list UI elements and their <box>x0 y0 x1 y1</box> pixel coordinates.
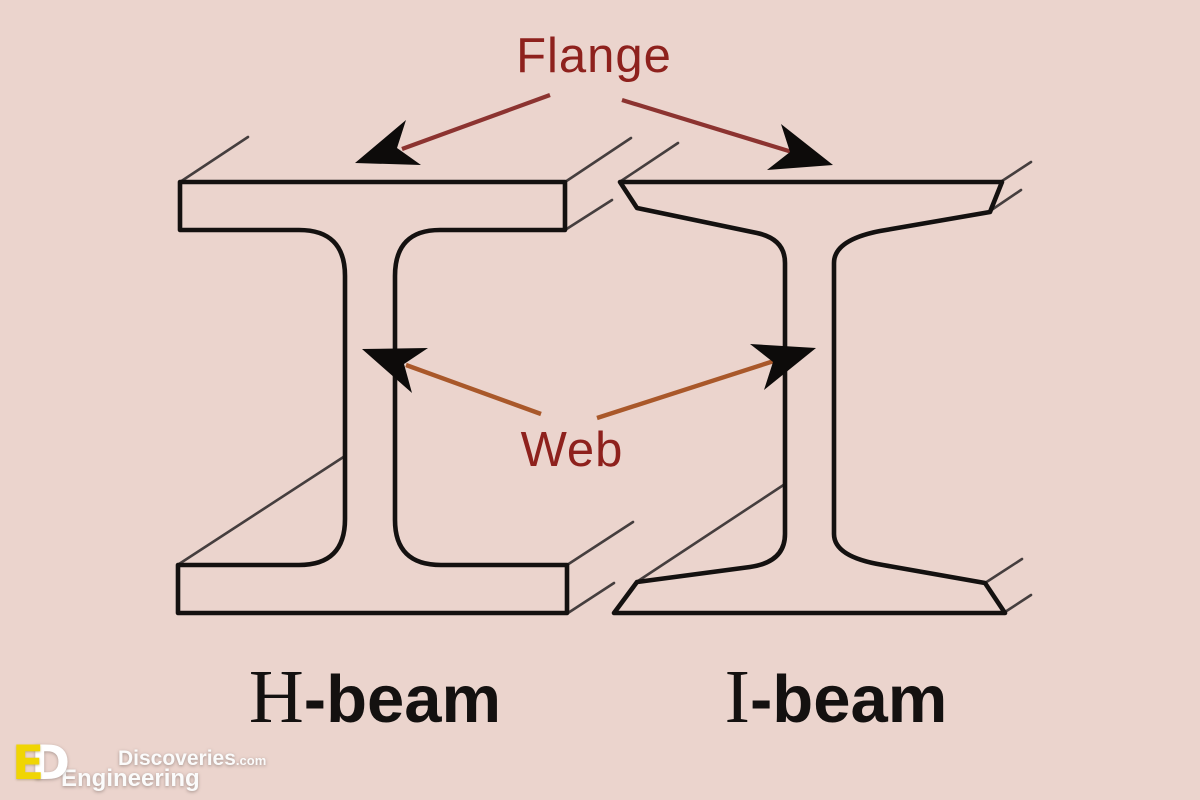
i-beam-depth-lines <box>619 141 1033 614</box>
h-beam-depth-line <box>178 135 250 184</box>
h-beam-depth-lines <box>177 135 635 615</box>
watermark-dot-com: .com <box>235 753 267 768</box>
i-beam-depth-line <box>1000 160 1033 183</box>
watermark-engineering-text: Engineering <box>61 765 200 792</box>
monogram-letter-e: E <box>12 736 45 791</box>
i-beam-drawing <box>611 141 1033 616</box>
monogram-letter-d: D <box>31 736 71 791</box>
h-beam-depth-line <box>177 454 347 566</box>
ed-monogram-logo: D E <box>12 740 82 790</box>
flange-arrow-left-line <box>401 93 551 151</box>
h-beam-outline <box>175 179 570 616</box>
web-label: Web <box>520 423 624 477</box>
watermark-discoveries-text: Discoveries.com <box>118 747 266 771</box>
h-beam-depth-line <box>563 136 633 184</box>
flange-arrow-left-head <box>355 120 421 165</box>
i-beam-caption: I-beam <box>725 654 948 741</box>
engineering-discoveries-watermark: D E Discoveries.com Engineering <box>12 738 312 794</box>
i-beam-depth-line <box>1003 593 1033 614</box>
i-beam-outline <box>611 179 1008 616</box>
flange-arrow-right-head <box>767 124 833 170</box>
h-beam-caption-suffix: -beam <box>303 662 502 737</box>
h-beam-drawing <box>175 135 635 616</box>
h-beam-depth-line <box>566 581 616 615</box>
i-beam-caption-letter: I <box>724 655 750 739</box>
flange-arrows <box>355 93 833 170</box>
i-beam-depth-line <box>983 557 1024 585</box>
web-arrow-right-head <box>750 344 816 390</box>
h-beam-depth-line <box>565 520 635 567</box>
web-arrow-left-head <box>362 348 428 393</box>
watermark-discoveries-word: Discoveries <box>118 747 236 770</box>
web-arrows <box>362 344 816 421</box>
i-beam-depth-line <box>988 188 1023 213</box>
web-arrow-left-line <box>405 362 542 417</box>
flange-label: Flange <box>516 29 672 83</box>
flange-arrow-right-line <box>621 97 793 155</box>
h-beam-caption-letter: H <box>248 655 304 739</box>
i-beam-caption-suffix: -beam <box>749 662 948 737</box>
i-beam-depth-line <box>619 141 680 183</box>
web-arrow-right-line <box>596 358 775 421</box>
h-beam-caption: H-beam <box>249 654 501 741</box>
i-beam-depth-line <box>636 482 787 583</box>
h-beam-depth-line <box>563 198 614 232</box>
